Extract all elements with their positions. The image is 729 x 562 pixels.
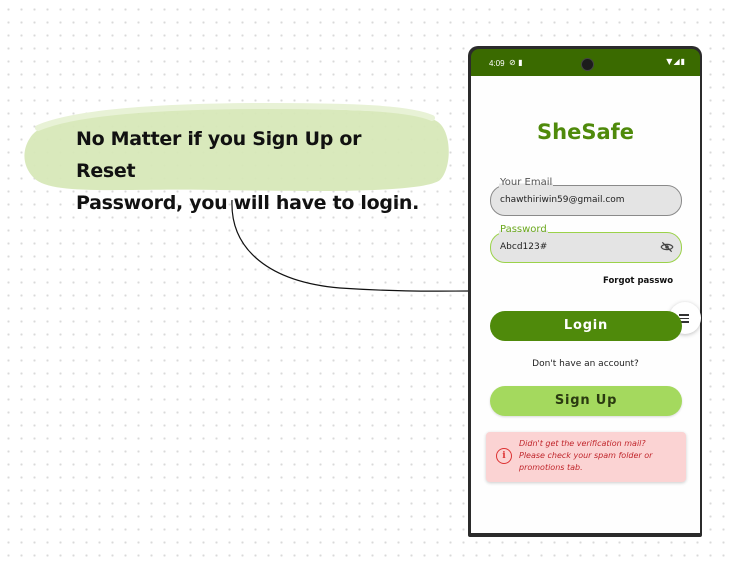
info-icon: i bbox=[496, 448, 512, 464]
status-left-icons: ⊘ ▮ bbox=[509, 58, 523, 67]
callout-bubble-edge bbox=[35, 102, 435, 131]
signup-button[interactable]: Sign Up bbox=[490, 386, 682, 416]
app-title: SheSafe bbox=[537, 120, 634, 144]
status-bar: 4:09 ⊘ ▮ ▼◢▮ bbox=[471, 49, 700, 76]
password-field[interactable]: Password Abcd123# bbox=[490, 224, 682, 263]
email-field[interactable]: Your Email chawthiriwin59@gmail.com bbox=[490, 177, 682, 216]
email-field-label: Your Email bbox=[499, 177, 554, 188]
alert-message: Didn't get the verification mail? Please… bbox=[519, 438, 679, 474]
sim-icon: ▮ bbox=[518, 58, 523, 67]
phone-frame: 4:09 ⊘ ▮ ▼◢▮ SheSafe Your Email chawthir… bbox=[468, 46, 702, 537]
alert-line-1: Didn't get the verification mail? bbox=[519, 439, 646, 448]
wifi-icon: ▼ bbox=[666, 57, 674, 66]
verification-alert: i Didn't get the verification mail? Plea… bbox=[486, 432, 686, 482]
status-time: 4:09 bbox=[489, 59, 505, 68]
battery-icon: ▮ bbox=[680, 57, 686, 66]
no-account-text: Don't have an account? bbox=[532, 359, 639, 369]
camera-cutout bbox=[581, 58, 594, 71]
connector-line bbox=[231, 199, 471, 292]
vpn-icon: ⊘ bbox=[509, 58, 516, 67]
login-button[interactable]: Login bbox=[490, 311, 682, 341]
alert-line-3: promotions tab. bbox=[519, 463, 583, 472]
password-field-label: Password bbox=[499, 224, 548, 235]
callout-text: No Matter if you Sign Up or Reset Passwo… bbox=[76, 123, 426, 219]
password-field-value[interactable]: Abcd123# bbox=[500, 242, 548, 252]
app-screen: SheSafe Your Email chawthiriwin59@gmail.… bbox=[471, 76, 701, 533]
status-right-icons: ▼◢▮ bbox=[666, 57, 686, 66]
alert-line-2: Please check your spam folder or bbox=[519, 451, 653, 460]
forgot-password-link[interactable]: Forgot passwo bbox=[603, 276, 674, 286]
callout-line-1: No Matter if you Sign Up or Reset bbox=[76, 128, 362, 182]
callout-bubble bbox=[24, 107, 449, 191]
callout-line-2: Password, you will have to login. bbox=[76, 192, 420, 214]
menu-icon bbox=[679, 314, 689, 325]
email-field-value[interactable]: chawthiriwin59@gmail.com bbox=[500, 195, 625, 205]
visibility-off-icon[interactable] bbox=[660, 240, 674, 254]
signal-icon: ◢ bbox=[673, 57, 681, 66]
